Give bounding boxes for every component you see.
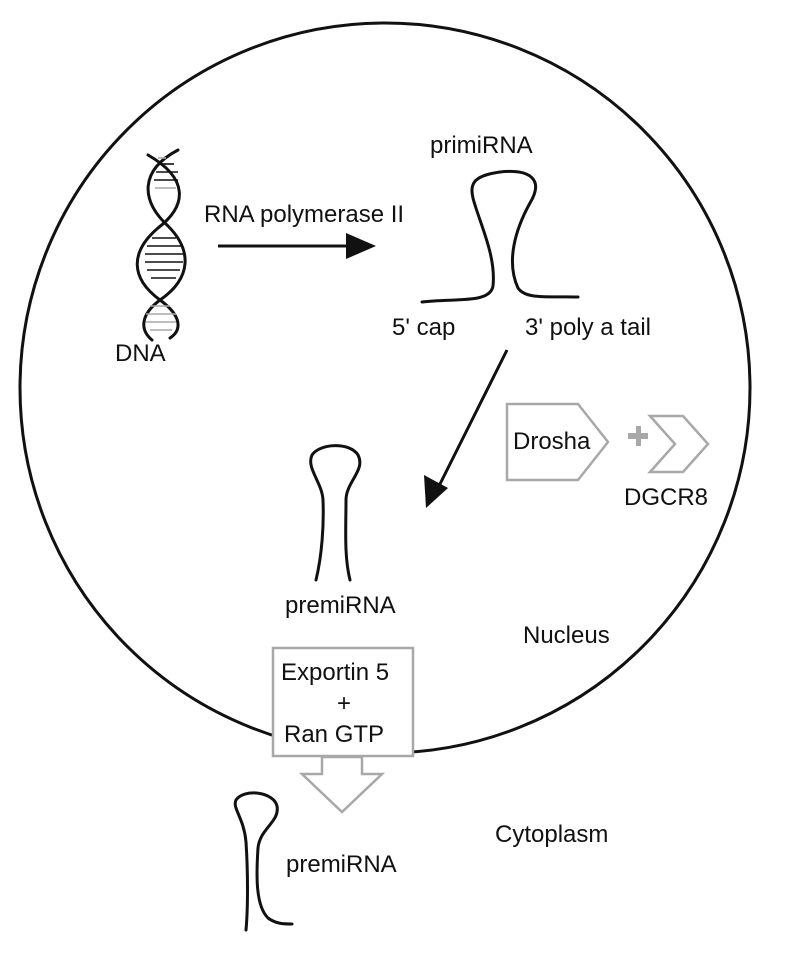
premirna-nucleus-label: premiRNA xyxy=(285,592,396,619)
cytoplasm-label: Cytoplasm xyxy=(495,821,608,848)
exportin-label: Exportin 5 xyxy=(281,659,389,686)
three-prime-poly-a-label: 3' poly a tail xyxy=(525,314,651,341)
rna-polymerase-label: RNA polymerase II xyxy=(204,201,404,228)
premirna-cytoplasm-label: premiRNA xyxy=(286,851,397,878)
ran-gtp-text: Ran GTP xyxy=(284,721,384,748)
export-arrow-icon xyxy=(298,755,386,814)
premirna-nucleus-hairpin xyxy=(309,444,362,582)
nucleus-membrane xyxy=(18,21,752,755)
primirna-label: primiRNA xyxy=(430,132,533,159)
nucleus-label: Nucleus xyxy=(523,622,610,649)
exportin-plus-label: + xyxy=(337,690,351,717)
drosha-label: Drosha xyxy=(513,428,591,455)
processing-arrow xyxy=(436,349,509,489)
premirna-cytoplasm-hairpin xyxy=(233,791,294,932)
primirna-hairpin xyxy=(420,169,580,304)
dgcr8-protein-shape xyxy=(647,414,710,474)
five-prime-cap-label: 5' cap xyxy=(392,314,455,341)
plus-icon xyxy=(628,426,648,446)
drosha-protein-shape xyxy=(505,402,610,482)
dna-label: DNA xyxy=(115,340,166,367)
dna-helix-icon xyxy=(135,148,187,342)
dgcr8-label: DGCR8 xyxy=(624,484,708,511)
processing-arrowhead-icon xyxy=(424,475,448,508)
transcription-arrowhead-icon xyxy=(346,233,376,259)
